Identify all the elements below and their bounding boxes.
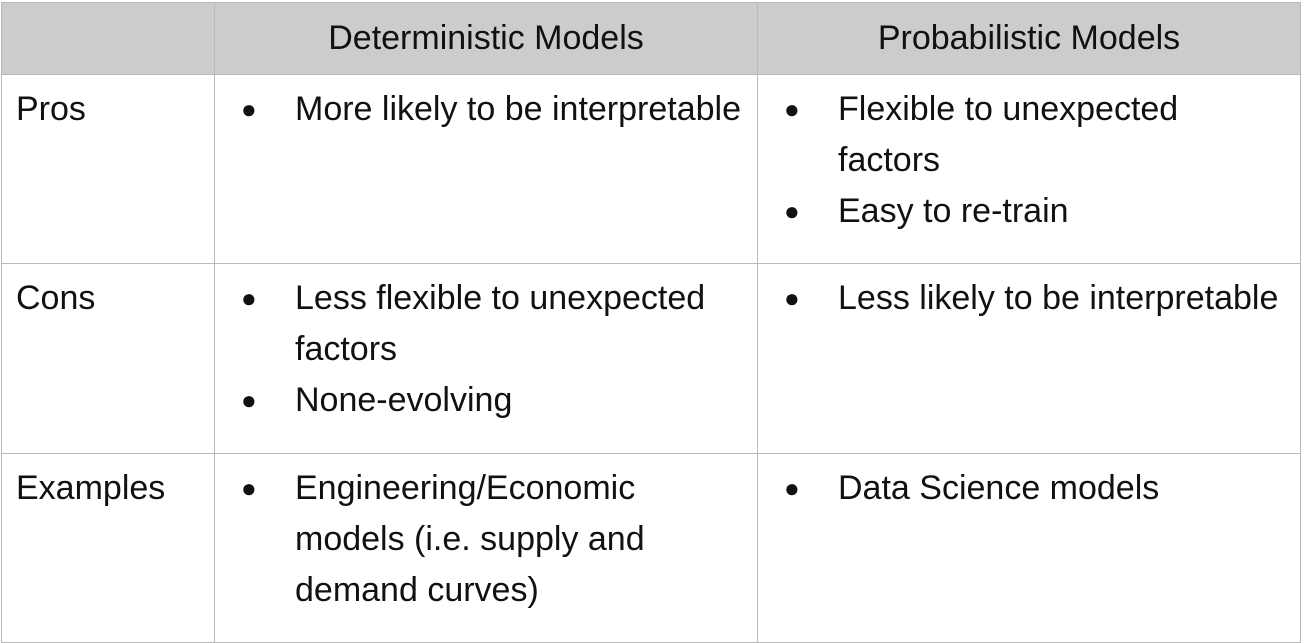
bullet-list: ● More likely to be interpretable	[215, 75, 757, 135]
row-label-examples: Examples	[1, 453, 215, 643]
list-item: ● More likely to be interpretable	[215, 84, 745, 135]
cell-cons-deterministic: ● Less flexible to unexpected factors ● …	[214, 263, 758, 454]
header-corner-cell	[1, 2, 215, 75]
table-row-cons: Cons ● Less flexible to unexpected facto…	[1, 263, 1301, 454]
list-item: ● Less flexible to unexpected factors	[215, 273, 745, 375]
table-row-pros: Pros ● More likely to be interpretable ●…	[1, 74, 1301, 264]
list-item-text: None-evolving	[295, 381, 513, 419]
cell-examples-probabilistic: ● Data Science models	[757, 453, 1301, 643]
list-item: ● Engineering/Economic models (i.e. supp…	[215, 463, 745, 616]
bullet-icon: ●	[784, 196, 800, 226]
bullet-list: ● Engineering/Economic models (i.e. supp…	[215, 454, 757, 616]
list-item-text: More likely to be interpretable	[295, 90, 742, 128]
bullet-icon: ●	[784, 94, 800, 124]
list-item-text: Less flexible to unexpected factors	[295, 279, 706, 368]
list-item: ● Less likely to be interpretable	[758, 273, 1288, 324]
cell-pros-deterministic: ● More likely to be interpretable	[214, 74, 758, 264]
bullet-icon: ●	[784, 283, 800, 313]
list-item-text: Less likely to be interpretable	[838, 279, 1279, 317]
list-item-text: Easy to re-train	[838, 192, 1069, 230]
bullet-list: ● Less likely to be interpretable	[758, 264, 1300, 324]
list-item-text: Data Science models	[838, 469, 1160, 507]
row-label-cons: Cons	[1, 263, 215, 454]
list-item: ● Data Science models	[758, 463, 1288, 514]
row-label-pros: Pros	[1, 74, 215, 264]
bullet-list: ● Less flexible to unexpected factors ● …	[215, 264, 757, 426]
cell-cons-probabilistic: ● Less likely to be interpretable	[757, 263, 1301, 454]
bullet-list: ● Flexible to unexpected factors ● Easy …	[758, 75, 1300, 237]
list-item: ● Flexible to unexpected factors	[758, 84, 1288, 186]
bullet-icon: ●	[241, 94, 257, 124]
bullet-icon: ●	[241, 385, 257, 415]
cell-pros-probabilistic: ● Flexible to unexpected factors ● Easy …	[757, 74, 1301, 264]
list-item: ● None-evolving	[215, 375, 745, 426]
bullet-icon: ●	[784, 473, 800, 503]
list-item-text: Flexible to unexpected factors	[838, 90, 1179, 179]
list-item: ● Easy to re-train	[758, 186, 1288, 237]
cell-examples-deterministic: ● Engineering/Economic models (i.e. supp…	[214, 453, 758, 643]
list-item-text: Engineering/Economic models (i.e. supply…	[295, 469, 645, 609]
bullet-icon: ●	[241, 283, 257, 313]
header-deterministic-models: Deterministic Models	[214, 2, 758, 75]
header-row: Deterministic Models Probabilistic Model…	[1, 2, 1301, 75]
header-probabilistic-models: Probabilistic Models	[757, 2, 1301, 75]
bullet-list: ● Data Science models	[758, 454, 1300, 514]
table-row-examples: Examples ● Engineering/Economic models (…	[1, 453, 1301, 643]
bullet-icon: ●	[241, 473, 257, 503]
